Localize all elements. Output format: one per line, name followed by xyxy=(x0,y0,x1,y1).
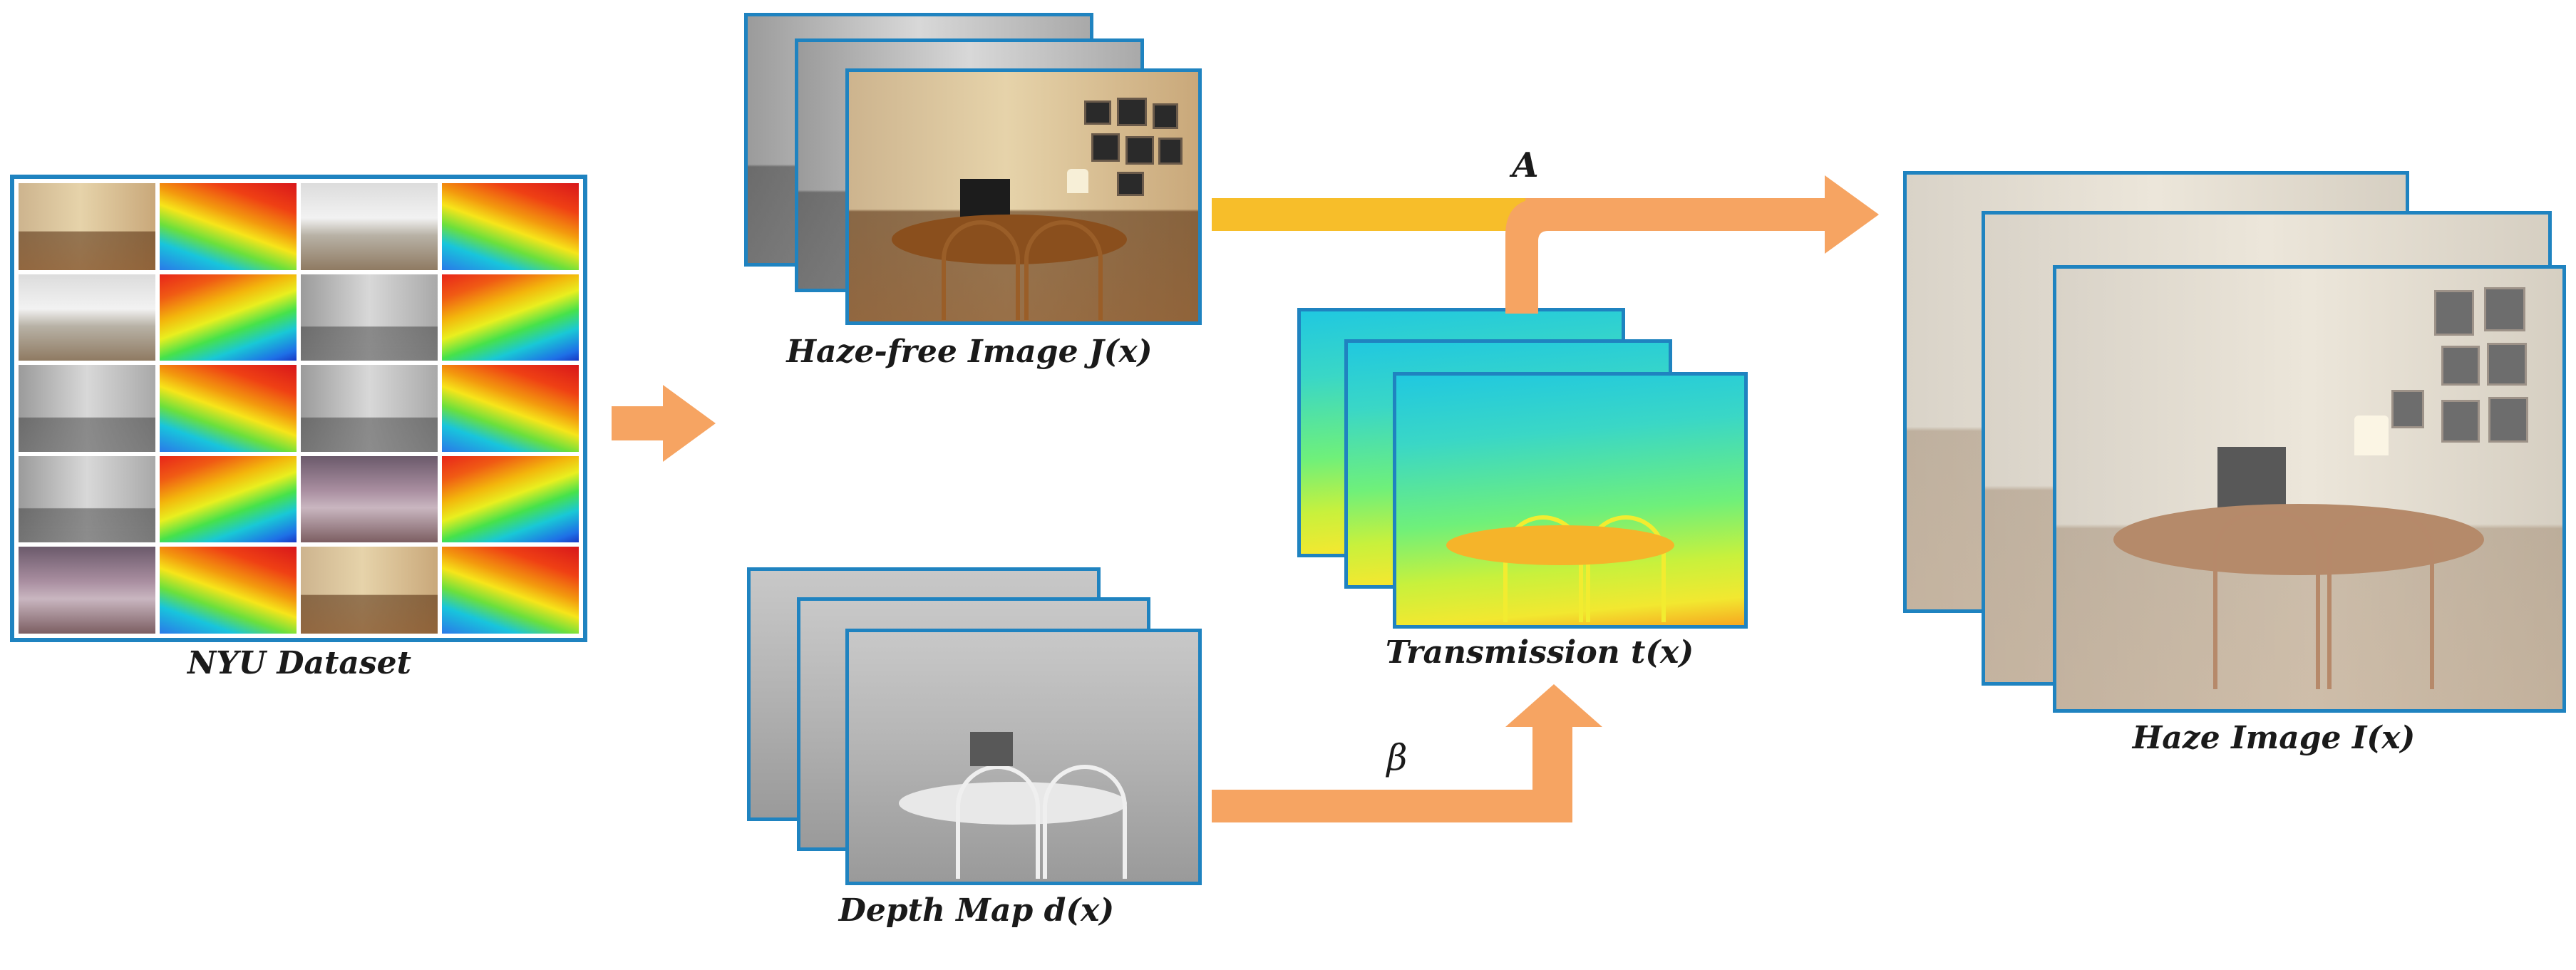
nyu-depth-thumbnail xyxy=(442,365,579,452)
transmission-to-band-riser xyxy=(1505,198,1561,314)
transmission-label: Transmission t(x) xyxy=(1385,634,1694,671)
nyu-rgb-thumbnail xyxy=(301,365,438,452)
nyu-depth-thumbnail xyxy=(160,455,297,543)
nyu-rgb-thumbnail xyxy=(301,455,438,543)
dataset-to-images-arrow xyxy=(612,385,716,462)
nyu-rgb-thumbnail xyxy=(19,455,155,543)
depth-map-label: Depth Map d(x) xyxy=(838,892,1115,929)
nyu-dataset-mosaic xyxy=(10,175,587,642)
haze-free-to-haze-band-yellow xyxy=(1212,198,1525,231)
depth-to-transmission-arrow xyxy=(1212,684,1602,822)
nyu-depth-thumbnail xyxy=(442,183,579,270)
haze-image-front xyxy=(2053,265,2566,713)
param-a-label: A xyxy=(1509,145,1538,185)
nyu-depth-thumbnail xyxy=(160,274,297,361)
haze-free-image-label: Haze-free Image J(x) xyxy=(786,334,1153,370)
nyu-rgb-thumbnail xyxy=(301,183,438,270)
nyu-dataset-label: NYU Dataset xyxy=(187,645,411,681)
nyu-depth-thumbnail xyxy=(160,183,297,270)
depth-map-front xyxy=(845,629,1202,885)
nyu-rgb-thumbnail xyxy=(19,365,155,452)
nyu-depth-thumbnail xyxy=(160,547,297,634)
haze-image-label: Haze Image I(x) xyxy=(2132,720,2416,756)
nyu-rgb-thumbnail xyxy=(301,547,438,634)
haze-free-to-haze-band-orange xyxy=(1525,175,1879,254)
nyu-rgb-thumbnail xyxy=(19,547,155,634)
haze-free-image-front xyxy=(845,68,1202,325)
nyu-depth-thumbnail xyxy=(442,274,579,361)
nyu-depth-thumbnail xyxy=(442,547,579,634)
nyu-depth-thumbnail xyxy=(160,365,297,452)
transmission-map-front xyxy=(1393,372,1748,629)
nyu-rgb-thumbnail xyxy=(19,183,155,270)
param-beta-label: β xyxy=(1386,737,1408,778)
nyu-rgb-thumbnail xyxy=(19,274,155,361)
nyu-dataset-grid xyxy=(14,179,583,638)
nyu-rgb-thumbnail xyxy=(301,274,438,361)
nyu-depth-thumbnail xyxy=(442,455,579,543)
